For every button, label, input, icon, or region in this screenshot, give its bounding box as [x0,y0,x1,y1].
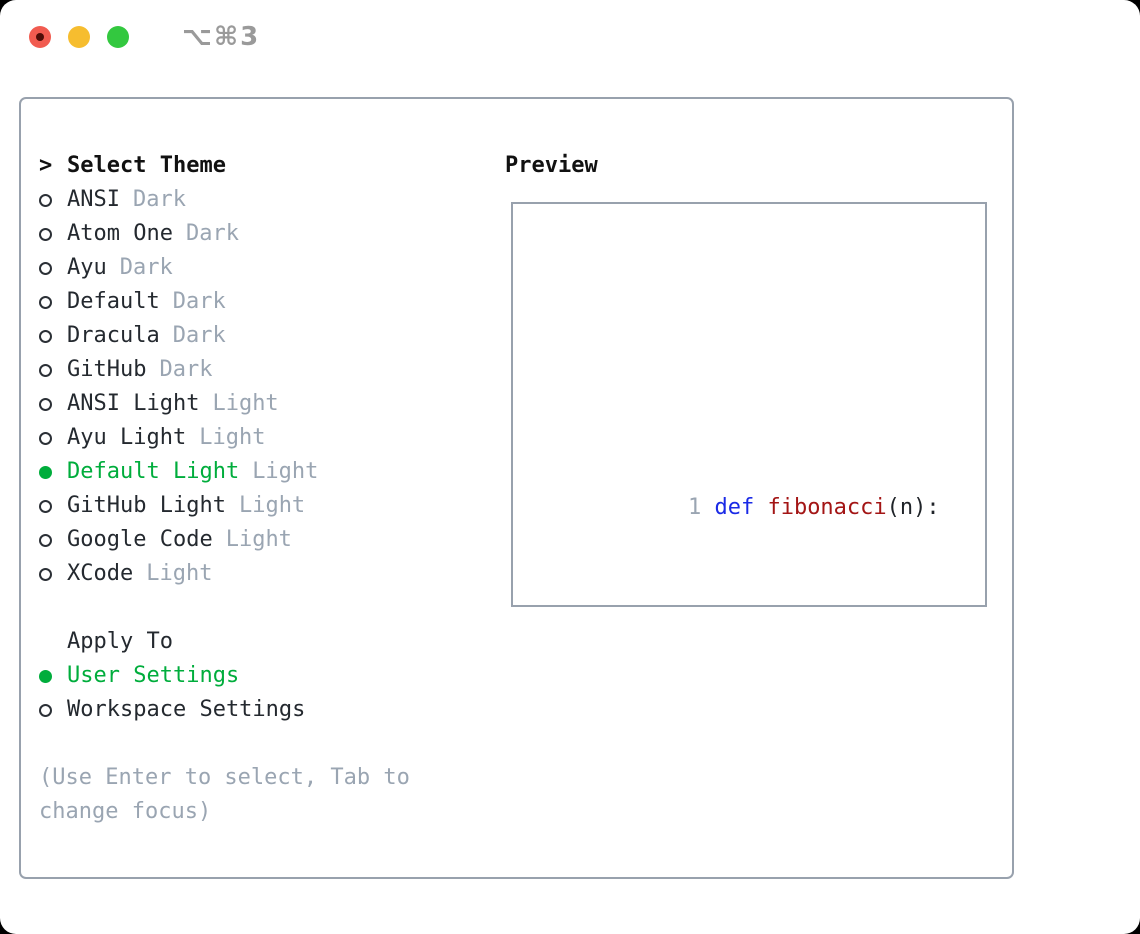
window-shortcut-label: ⌥⌘3 [182,22,261,52]
apply-to-option[interactable]: User Settings [39,659,499,693]
code-line: 1 def fibonacci(n): [529,457,985,520]
radio-bullet [39,329,67,343]
spacer [39,591,499,625]
theme-list-item[interactable]: Ayu Light Light [39,421,499,455]
preview-pane: 1 def fibonacci(n): 2 a, b = 0, 1 3 for … [511,202,987,607]
radio-icon [39,533,52,547]
theme-name: Ayu [67,255,107,280]
radio-icon [39,295,52,309]
apply-to-header-row: Apply To [39,625,499,659]
theme-picker-panel: > Select Theme ANSI Dark [19,97,1014,879]
theme-variant-label: Dark [172,323,226,348]
close-button[interactable] [29,26,51,48]
theme-list-item[interactable]: Ayu Dark [39,251,499,285]
radio-bullet [39,499,67,513]
theme-name: Ayu Light [67,425,187,450]
theme-variant-label: Dark [132,187,186,212]
radio-icon [39,431,52,445]
radio-bullet [39,465,67,479]
left-column: > Select Theme ANSI Dark [39,149,499,829]
theme-variant-label: Light [212,391,279,416]
help-text: (Use Enter to select, Tab to change focu… [39,765,410,824]
theme-list-item[interactable]: Atom One Dark [39,217,499,251]
theme-name: Default [67,289,160,314]
radio-bullet [39,397,67,411]
apply-to-label: Workspace Settings [67,697,306,722]
select-theme-header-row: > Select Theme [39,149,499,183]
preview-title: Preview [505,153,598,178]
theme-variant-label: Dark [185,221,239,246]
radio-bullet [39,227,67,241]
theme-name: XCode [67,561,134,586]
theme-name: GitHub [67,357,147,382]
radio-bullet [39,431,67,445]
radio-bullet [39,533,67,547]
apply-to-option[interactable]: Workspace Settings [39,693,499,727]
theme-variant-label: Dark [172,289,226,314]
radio-bullet [39,295,67,309]
radio-icon [39,261,52,275]
theme-list-item[interactable]: Google Code Light [39,523,499,557]
theme-variant-label: Light [146,561,213,586]
radio-bullet [39,261,67,275]
radio-icon [39,567,52,581]
spacer [39,727,499,761]
theme-list-item[interactable]: GitHub Dark [39,353,499,387]
focus-caret: > [39,149,67,183]
radio-bullet [39,567,67,581]
theme-name: Google Code [67,527,213,552]
theme-name: Dracula [67,323,160,348]
radio-icon [39,193,52,207]
radio-icon [39,703,52,717]
theme-variant-label: Light [238,493,306,518]
theme-list-item[interactable]: Default Dark [39,285,499,319]
radio-icon [39,329,52,343]
theme-list-item[interactable]: Dracula Dark [39,319,499,353]
minimize-button[interactable] [68,26,90,48]
theme-list-item[interactable]: ANSI Light Light [39,387,499,421]
radio-bullet [39,193,67,207]
theme-name: GitHub Light [67,493,226,518]
radio-icon [39,669,52,683]
theme-variant-label: Dark [119,255,173,280]
theme-variant-label: Light [225,527,292,552]
radio-icon [39,397,52,411]
line-number: 1 [687,495,702,520]
code-line: 2 a, b = 0, 1 [529,593,985,605]
caret-icon: > [39,153,53,178]
radio-bullet [39,363,67,377]
theme-variant-label: Dark [159,357,213,382]
theme-name: Default Light [67,459,240,484]
title-bar: ⌥⌘3 [0,0,1140,52]
radio-icon [39,363,52,377]
theme-list: ANSI Dark Atom One Dark [39,183,499,591]
radio-bullet [39,703,67,717]
zoom-button[interactable] [107,26,129,48]
apply-to-label: User Settings [67,663,240,688]
theme-name: Atom One [67,221,173,246]
theme-name: ANSI Light [67,391,200,416]
select-theme-title: Select Theme [67,153,226,178]
radio-icon [39,499,52,513]
radio-icon [39,227,52,241]
apply-to-title: Apply To [67,629,173,654]
theme-list-item[interactable]: Default Light Light [39,455,499,489]
theme-list-item[interactable]: GitHub Light Light [39,489,499,523]
theme-list-item[interactable]: XCode Light [39,557,499,591]
radio-icon [39,465,52,479]
radio-bullet [39,669,67,683]
theme-name: ANSI [67,187,120,212]
preview-code: 1 def fibonacci(n): 2 a, b = 0, 1 3 for … [529,321,985,605]
theme-list-item[interactable]: ANSI Dark [39,183,499,217]
theme-variant-label: Light [199,425,266,450]
code-tokens: def fibonacci(n): [714,495,940,520]
apply-to-list: User Settings Workspace Settings [39,659,499,727]
theme-variant-label: Light [252,459,319,484]
